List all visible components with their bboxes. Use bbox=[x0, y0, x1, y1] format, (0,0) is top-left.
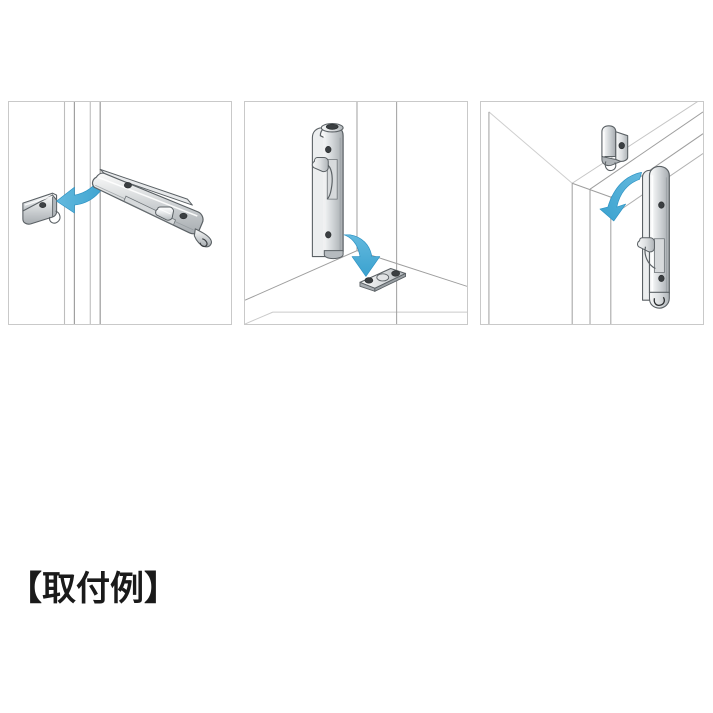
panel-horizontal-latch-to-door-frame bbox=[8, 101, 232, 325]
panel-vertical-latch-to-floor-strike bbox=[244, 101, 468, 325]
arrow-up-icon bbox=[599, 172, 642, 222]
header-catch-part bbox=[601, 125, 629, 172]
door-frame-lines bbox=[63, 102, 101, 324]
strike-catch-part bbox=[22, 192, 61, 225]
page-caption: 【取付例】 bbox=[8, 569, 178, 609]
door-leaf bbox=[488, 111, 612, 324]
floor-strike-plate bbox=[359, 267, 407, 293]
vertical-flush-bolt-latch bbox=[637, 165, 670, 309]
flush-bolt-latch-body bbox=[91, 168, 212, 248]
vertical-flush-bolt-latch bbox=[311, 123, 344, 260]
arrow-down-icon bbox=[343, 234, 381, 277]
illustration-panel-row bbox=[8, 101, 705, 325]
door-frame-lines-dark bbox=[73, 102, 101, 324]
header-rail bbox=[571, 102, 703, 214]
panel-vertical-latch-to-header-catch bbox=[480, 101, 704, 325]
room-corner-lines bbox=[245, 102, 467, 324]
